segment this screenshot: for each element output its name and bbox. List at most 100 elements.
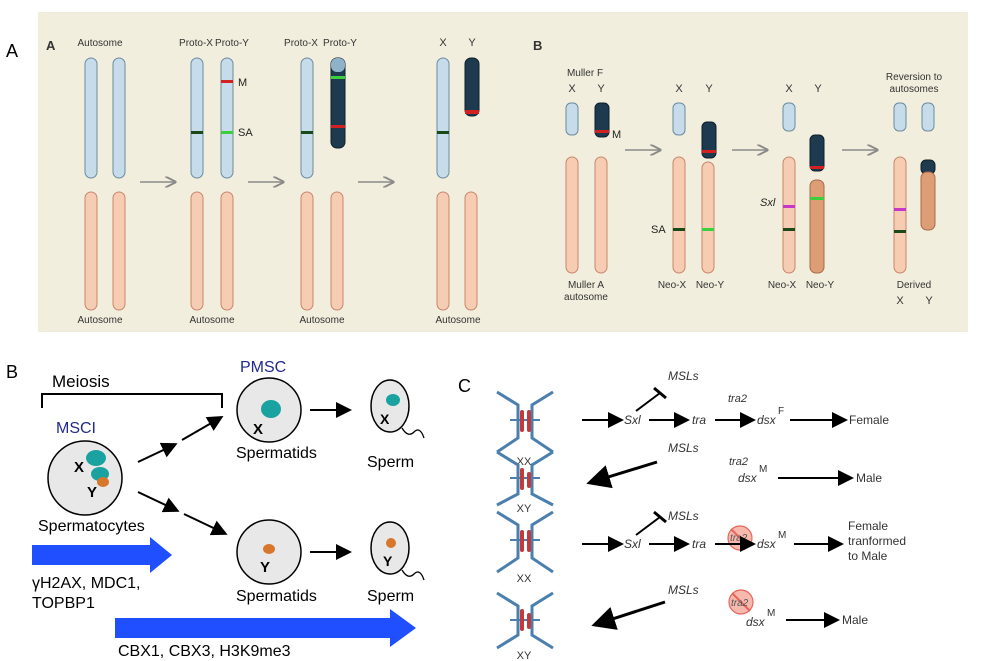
inhibition-bar <box>653 386 667 400</box>
panel-b-stage-2: X Y SA Neo-X Neo-Y <box>651 83 724 291</box>
meiosis-arrow <box>181 415 224 441</box>
sa-band <box>191 131 203 134</box>
y-label: Y <box>705 83 713 95</box>
sa-band <box>894 230 906 233</box>
x-label: X <box>896 295 904 307</box>
m-band <box>595 130 609 133</box>
msci-markers: TOPBP1 <box>32 595 95 612</box>
x-chromatin <box>86 450 106 466</box>
y-chromosome <box>464 57 480 117</box>
autosome-label-bottom: Autosome <box>299 315 344 326</box>
y-dot <box>809 134 825 172</box>
male-outcome: Male <box>856 471 882 485</box>
tra2-gene: tra2 <box>729 456 748 468</box>
muller-a-label: autosome <box>564 292 608 303</box>
tra2-gene: tra2 <box>728 393 747 405</box>
msci-label: MSCI <box>56 420 96 437</box>
xx-chromosome-icon <box>496 510 554 574</box>
x-label: X <box>74 459 84 476</box>
neo-y-chromosome <box>701 161 715 274</box>
x-chromosome <box>436 57 450 179</box>
xx-label: XX <box>517 573 532 585</box>
y-label: Y <box>87 484 97 501</box>
pathway-arrow <box>586 460 658 489</box>
y-chromatin <box>263 544 275 554</box>
autosome-chromosome <box>190 191 204 311</box>
autosome-label-bottom: Autosome <box>435 315 480 326</box>
m-label: M <box>238 77 247 89</box>
muller-a-chromosome <box>565 156 579 274</box>
muller-f-y <box>594 102 610 138</box>
sex-determination-panel: XX Sxl MSLs tra tra2 dsx F Female XY MSL… <box>496 369 906 661</box>
sa-band <box>673 228 685 231</box>
autosome-chromosome <box>112 57 126 179</box>
proto-y-tip <box>331 58 345 72</box>
inner-letter-b: B <box>533 38 542 53</box>
x-chromatin <box>386 394 400 406</box>
panel-a-stage-4: X Y Autosome <box>435 37 480 326</box>
msls-label: MSLs <box>668 509 699 523</box>
autosome-chromosome <box>330 191 344 311</box>
inhibition-bar <box>653 510 667 524</box>
outer-letter-b: B <box>6 362 18 382</box>
spermatocyte-cell <box>47 440 123 516</box>
msls-label: MSLs <box>668 583 699 597</box>
xy-label: XY <box>517 650 532 661</box>
meiosis-label: Meiosis <box>52 372 110 391</box>
tra-gene: tra <box>692 413 706 427</box>
sa-label: SA <box>651 224 666 236</box>
sa-band <box>331 76 345 79</box>
sperm-label: Sperm <box>367 454 414 471</box>
proto-x-chromosome <box>300 57 314 179</box>
dsx-gene: dsx <box>757 413 777 427</box>
reverted-chromosome <box>921 102 935 132</box>
autosome-label-bottom: Autosome <box>77 315 122 326</box>
panel-a-stage-3: Proto-X Proto-Y Autosome <box>284 38 357 326</box>
dsx-male-isoform: M <box>767 608 775 619</box>
neo-x-label: Neo-X <box>658 280 687 291</box>
xy-chromosome-icon <box>496 591 554 650</box>
m-band <box>465 110 479 114</box>
neo-y-label: Neo-Y <box>806 280 835 291</box>
y-label: Y <box>597 83 605 95</box>
msls-label: MSLs <box>668 441 699 455</box>
autosome-chromosome <box>112 191 126 311</box>
y-chromatin <box>386 538 396 548</box>
dsx-female-isoform: F <box>778 406 784 417</box>
tra2-knockout-slash <box>731 592 751 612</box>
autosome-chromosome <box>436 191 450 311</box>
meiosis-arrow <box>137 491 180 513</box>
xy-label: XY <box>517 503 532 515</box>
m-band <box>331 125 345 128</box>
sa-band <box>810 197 824 200</box>
muller-a-label: Muller A <box>568 280 604 291</box>
sxl-gene: Sxl <box>624 537 641 551</box>
sxl-gene: Sxl <box>624 413 641 427</box>
m-label: M <box>612 129 621 141</box>
xy-chromosome-icon <box>496 450 554 507</box>
female-transformed-outcome: tranformed <box>848 534 906 548</box>
autosome-chromosome <box>464 191 478 311</box>
female-transformed-outcome: to Male <box>848 549 888 563</box>
inhibition-line <box>635 516 661 536</box>
pmsc-markers: CBX1, CBX3, H3K9me3 <box>118 643 291 660</box>
tra-gene: tra <box>692 537 706 551</box>
female-outcome: Female <box>849 413 889 427</box>
neo-y-label: Neo-Y <box>696 280 725 291</box>
y-chromatin <box>97 477 109 487</box>
m-band <box>810 166 824 169</box>
outer-letter-c: C <box>458 376 471 396</box>
muller-a-chromosome <box>594 156 608 274</box>
x-label: X <box>675 83 683 95</box>
dsx-male-isoform: M <box>759 464 767 475</box>
panel-b-stage-1: Muller F X Y M Muller A autosome <box>564 68 621 303</box>
neo-x-chromosome <box>782 156 796 274</box>
m-band <box>221 80 233 83</box>
y-label: Y <box>468 37 476 49</box>
panel-b-stage-4: Reversion to autosomes Derived X Y <box>886 72 943 307</box>
dsx-gene: dsx <box>738 471 758 485</box>
proto-x-label: Proto-X <box>284 38 318 49</box>
proto-x-chromosome <box>190 57 204 179</box>
derived-y-chromosome <box>920 171 936 231</box>
